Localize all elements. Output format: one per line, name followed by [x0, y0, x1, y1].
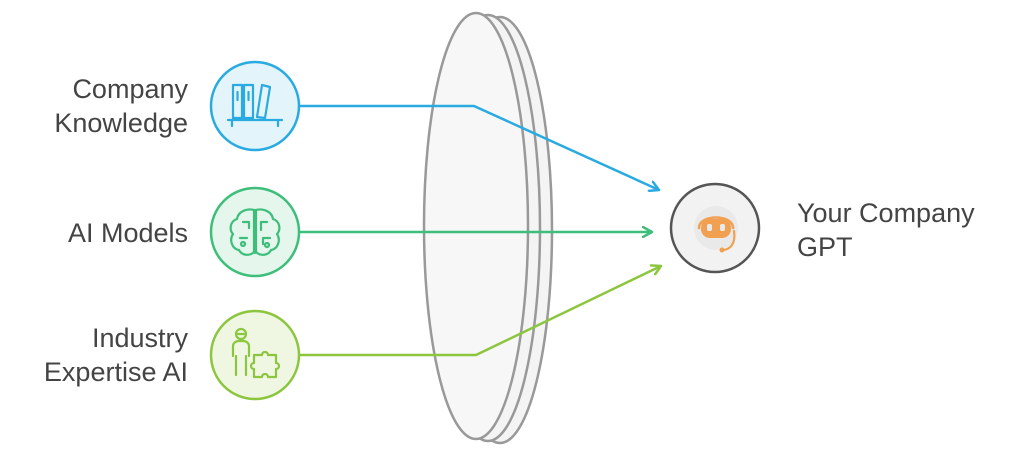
input-node-industry-expertise: [209, 309, 301, 401]
label-industry-expertise-ai: Industry Expertise AI: [43, 323, 188, 387]
connectors: [300, 104, 661, 357]
lens: [422, 11, 554, 445]
input-node-company-knowledge: [209, 60, 301, 152]
bookshelf-icon: [226, 83, 284, 128]
label-ai-models: AI Models: [67, 218, 188, 248]
brain-circuit-icon: [229, 208, 281, 256]
connector-industry-expertise: [300, 266, 661, 357]
connector-company-knowledge: [300, 104, 659, 190]
label-your-company-gpt: Your Company GPT: [797, 198, 975, 262]
output-node-your-company-gpt: [669, 182, 761, 274]
person-puzzle-icon: [231, 327, 281, 379]
lens-front: [422, 11, 530, 441]
robot-headset-icon: [694, 206, 738, 253]
input-node-ai-models: [209, 186, 301, 278]
label-company-knowledge: Company Knowledge: [54, 74, 188, 138]
